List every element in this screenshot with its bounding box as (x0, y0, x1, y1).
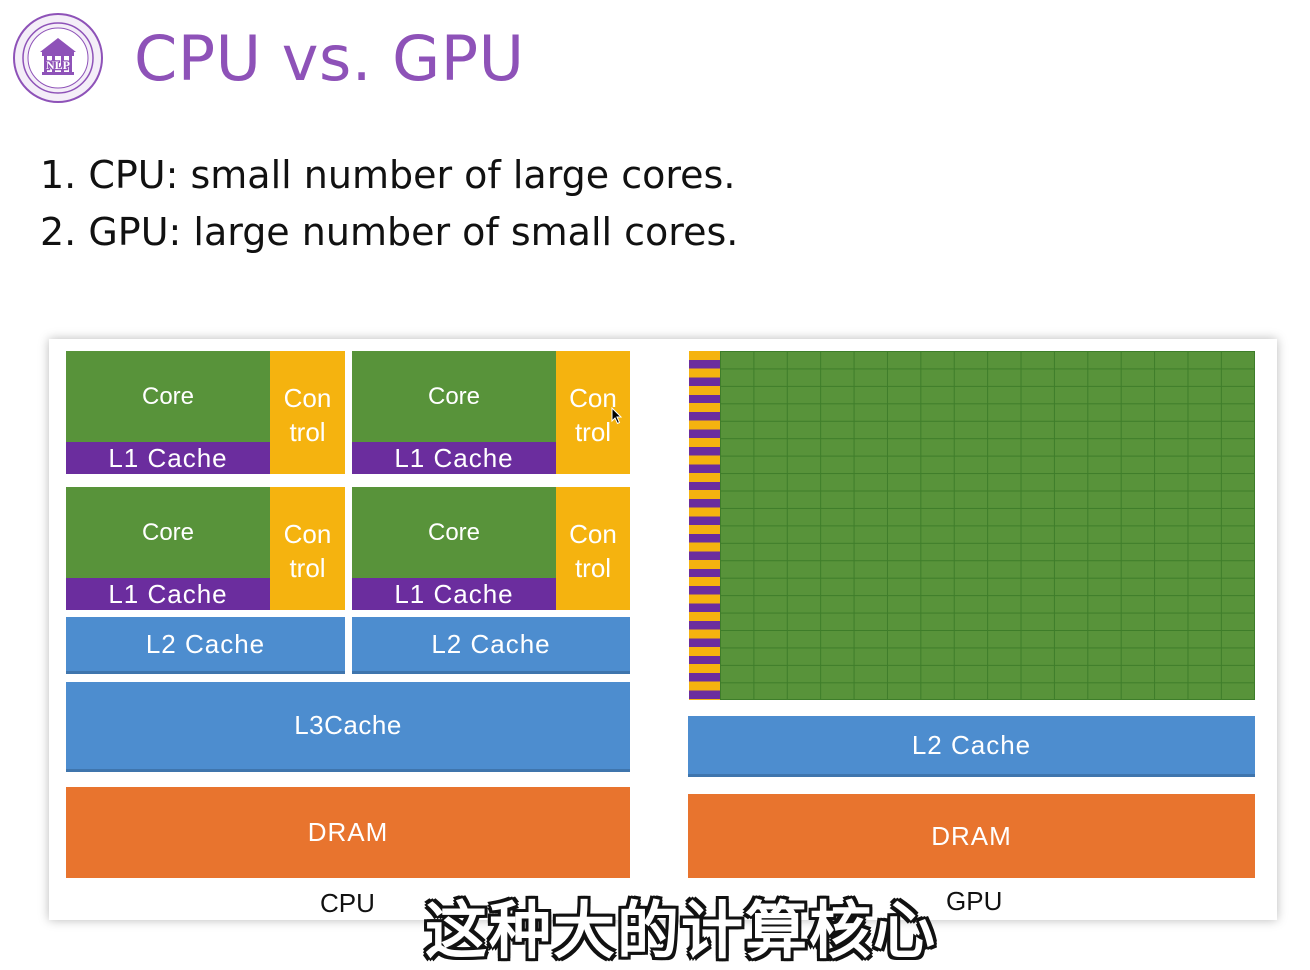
gpu-l2-cache: L2 Cache (688, 716, 1255, 777)
control-unit: Con trol (270, 351, 345, 474)
cpu-l3-cache: L3Cache (66, 682, 630, 772)
gpu-label: GPU (946, 886, 1003, 916)
gpu-control-cache-strip (689, 351, 720, 700)
cpu-label: CPU (320, 888, 375, 918)
bullet-list: 1. CPU: small number of large cores. 2. … (40, 150, 738, 264)
control-unit: Con trol (270, 487, 345, 610)
l1-cache: L1 Cache (66, 442, 270, 474)
logo-text: NLP (46, 58, 70, 72)
gpu-dram: DRAM (688, 794, 1255, 878)
control-label-line2: trol (574, 416, 612, 447)
control-label-line2: trol (289, 416, 326, 447)
control-unit: Con trol (556, 487, 630, 610)
control-label-line1: Con (569, 382, 617, 413)
cpu-core: Core (66, 487, 270, 578)
l1-cache: L1 Cache (352, 442, 556, 474)
university-logo: NLP (13, 13, 103, 103)
cpu-core: Core (352, 487, 556, 578)
cpu-dram: DRAM (66, 787, 630, 878)
l1-cache: L1 Cache (352, 578, 556, 610)
cpu-core: Core (352, 351, 556, 442)
control-label-line1: Con (283, 518, 332, 549)
slide-title: CPU vs. GPU (134, 22, 525, 95)
control-label-line1: Con (569, 518, 617, 549)
gpu-core-grid (720, 351, 1255, 700)
control-label-line1: Con (283, 382, 332, 413)
mouse-cursor-icon (611, 407, 623, 425)
bullet-item: 1. CPU: small number of large cores. (40, 153, 736, 197)
bullet-item: 2. GPU: large number of small cores. (40, 210, 739, 254)
video-subtitle: 这种大的计算核心 (425, 894, 938, 967)
gpu-core-grid-border (720, 351, 1255, 700)
control-label-line2: trol (574, 552, 612, 583)
control-label-line2: trol (289, 552, 326, 583)
cpu-l2-cache: L2 Cache (352, 617, 630, 674)
control-unit: Con trol (556, 351, 630, 474)
cpu-core: Core (66, 351, 270, 442)
l1-cache: L1 Cache (66, 578, 270, 610)
cpu-l2-cache: L2 Cache (66, 617, 345, 674)
